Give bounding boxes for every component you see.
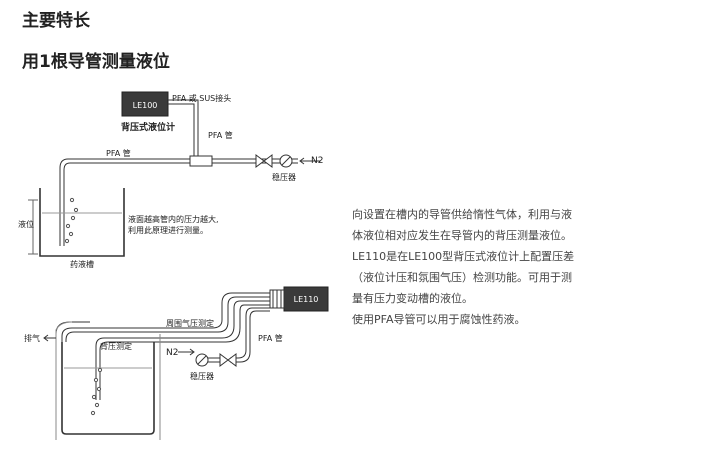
level-label: 液位 (18, 219, 34, 229)
exhaust-arrow (43, 334, 56, 342)
description-line: LE110是在LE100型背压式液位计上配置压差 (352, 250, 575, 263)
bubbles (64, 197, 79, 244)
principle-line-2: 利用此原理进行测量。 (128, 225, 208, 235)
regulator-label-2: 稳压器 (190, 371, 214, 381)
chemical-tank (39, 188, 125, 257)
level-dimension (28, 199, 38, 255)
le100-device (121, 91, 169, 117)
diagram-le110 (43, 286, 329, 440)
description-line: 体液位相对应发生在导管内的背压测量液位。 (352, 229, 572, 242)
pfa-pipe-left-label: PFA 管 (106, 148, 131, 158)
sealed-tank (61, 342, 155, 435)
dip-pipe (59, 158, 190, 246)
connector-label: PFA 或 SUS接头 (172, 93, 231, 103)
pfa-pipe-top-label: PFA 管 (208, 130, 233, 140)
pfa-pipe (230, 307, 270, 359)
tank-label: 药液槽 (70, 259, 94, 269)
n2-label: N2 (311, 156, 323, 166)
exhaust-label: 排气 (24, 333, 40, 343)
n2-arrow (299, 157, 320, 165)
regulator-label: 稳压器 (272, 172, 296, 182)
description-line: （液位计压和氛围气压）检测功能。可用于测 (352, 271, 572, 284)
feature-description: 向设置在槽内的导管供给惰性气体，利用与液 体液位相对应发生在导管内的背压测量液位… (352, 204, 602, 330)
ambient-label: 周围气压测定 (166, 318, 214, 328)
diagram-le100 (28, 91, 320, 257)
diagram-le100-labels: LE100 PFA 或 SUS接头 背压式液位计 PFA 管 PFA 管 N2 … (18, 93, 323, 269)
tee-fitting (189, 155, 213, 167)
valve-symbol-2 (219, 353, 237, 367)
back-pressure-pipe (95, 300, 270, 400)
n2-arrow-2 (178, 348, 195, 356)
le100-device-label: LE100 (133, 101, 158, 110)
principle-line-1: 液面越高管内的压力越大, (128, 214, 219, 224)
section-title: 主要特长 (22, 11, 90, 31)
pfa-pipe-label: PFA 管 (258, 333, 283, 343)
device-connector-pipe (168, 99, 199, 160)
device-caption: 背压式液位计 (121, 121, 175, 133)
ambient-pipe (61, 292, 270, 342)
le110-device-label: LE110 (294, 295, 319, 304)
section-subtitle: 用1根导管测量液位 (22, 52, 170, 72)
description-line: 向设置在槽内的导管供给惰性气体，利用与液 (352, 208, 572, 221)
valve-symbol (255, 154, 273, 168)
n2-label-2: N2 (166, 348, 178, 358)
diagram-le110-labels: LE110 排气 周围气压测定 背压测定 PFA 管 N2 稳压器 (24, 295, 318, 381)
bubbles-2 (90, 367, 103, 416)
back-pressure-label: 背压测定 (100, 341, 132, 351)
description-line: 量有压力变动槽的液位。 (352, 292, 473, 305)
description-line: 使用PFA导管可以用于腐蚀性药液。 (352, 313, 526, 326)
